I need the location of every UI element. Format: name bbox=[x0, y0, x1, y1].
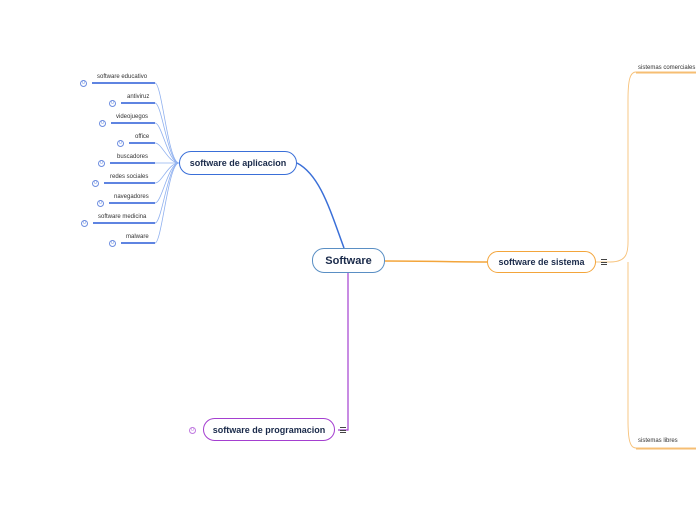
connector-sys-children bbox=[609, 71, 696, 449]
count-badge-icon[interactable]: 0 bbox=[99, 120, 106, 127]
count-badge-icon[interactable]: 0 bbox=[80, 80, 87, 87]
connector-app-child bbox=[154, 82, 180, 164]
count-badge-icon[interactable]: 0 bbox=[189, 427, 196, 434]
app-child-label[interactable]: navegadores bbox=[114, 194, 149, 200]
connector-app-child bbox=[154, 102, 180, 164]
connector-app-child bbox=[154, 162, 180, 224]
branch-software-programacion[interactable]: software de programacion bbox=[203, 418, 335, 441]
connector-root-prog bbox=[338, 273, 349, 431]
count-badge-icon[interactable]: 0 bbox=[97, 200, 104, 207]
branch-software-aplicacion[interactable]: software de aplicacion bbox=[179, 151, 297, 175]
app-child-label[interactable]: software medicina bbox=[98, 214, 147, 220]
connector-root-app bbox=[296, 162, 345, 249]
app-child-label[interactable]: office bbox=[135, 134, 150, 140]
connector-app-child bbox=[154, 142, 180, 164]
app-child-label[interactable]: antiviruz bbox=[127, 94, 150, 100]
count-badge-icon[interactable]: 0 bbox=[92, 180, 99, 187]
connector-app-child bbox=[154, 162, 180, 244]
sys-child-sistemas-libres[interactable]: sistemas libres bbox=[638, 438, 678, 444]
count-badge-icon[interactable]: 0 bbox=[81, 220, 88, 227]
connector-root-sys bbox=[384, 260, 488, 263]
app-child-label[interactable]: redes sociales bbox=[110, 174, 149, 180]
count-badge-icon[interactable]: 0 bbox=[117, 140, 124, 147]
app-child-label[interactable]: software educativo bbox=[97, 74, 148, 80]
count-badge-icon[interactable]: 0 bbox=[109, 240, 116, 247]
app-child-label[interactable]: videojuegos bbox=[116, 114, 149, 120]
count-badge-icon[interactable]: 0 bbox=[109, 100, 116, 107]
hamburger-menu-icon[interactable] bbox=[601, 259, 607, 265]
sys-child-sistemas-comerciales[interactable]: sistemas comerciales bbox=[638, 65, 696, 71]
app-child-label[interactable]: malware bbox=[126, 234, 149, 240]
root-topic[interactable]: Software bbox=[312, 248, 385, 273]
count-badge-icon[interactable]: 0 bbox=[98, 160, 105, 167]
hamburger-menu-icon[interactable] bbox=[340, 427, 346, 433]
app-child-label[interactable]: buscadores bbox=[117, 154, 149, 160]
connector-app-child bbox=[154, 122, 180, 164]
branch-software-sistema[interactable]: software de sistema bbox=[487, 251, 596, 273]
